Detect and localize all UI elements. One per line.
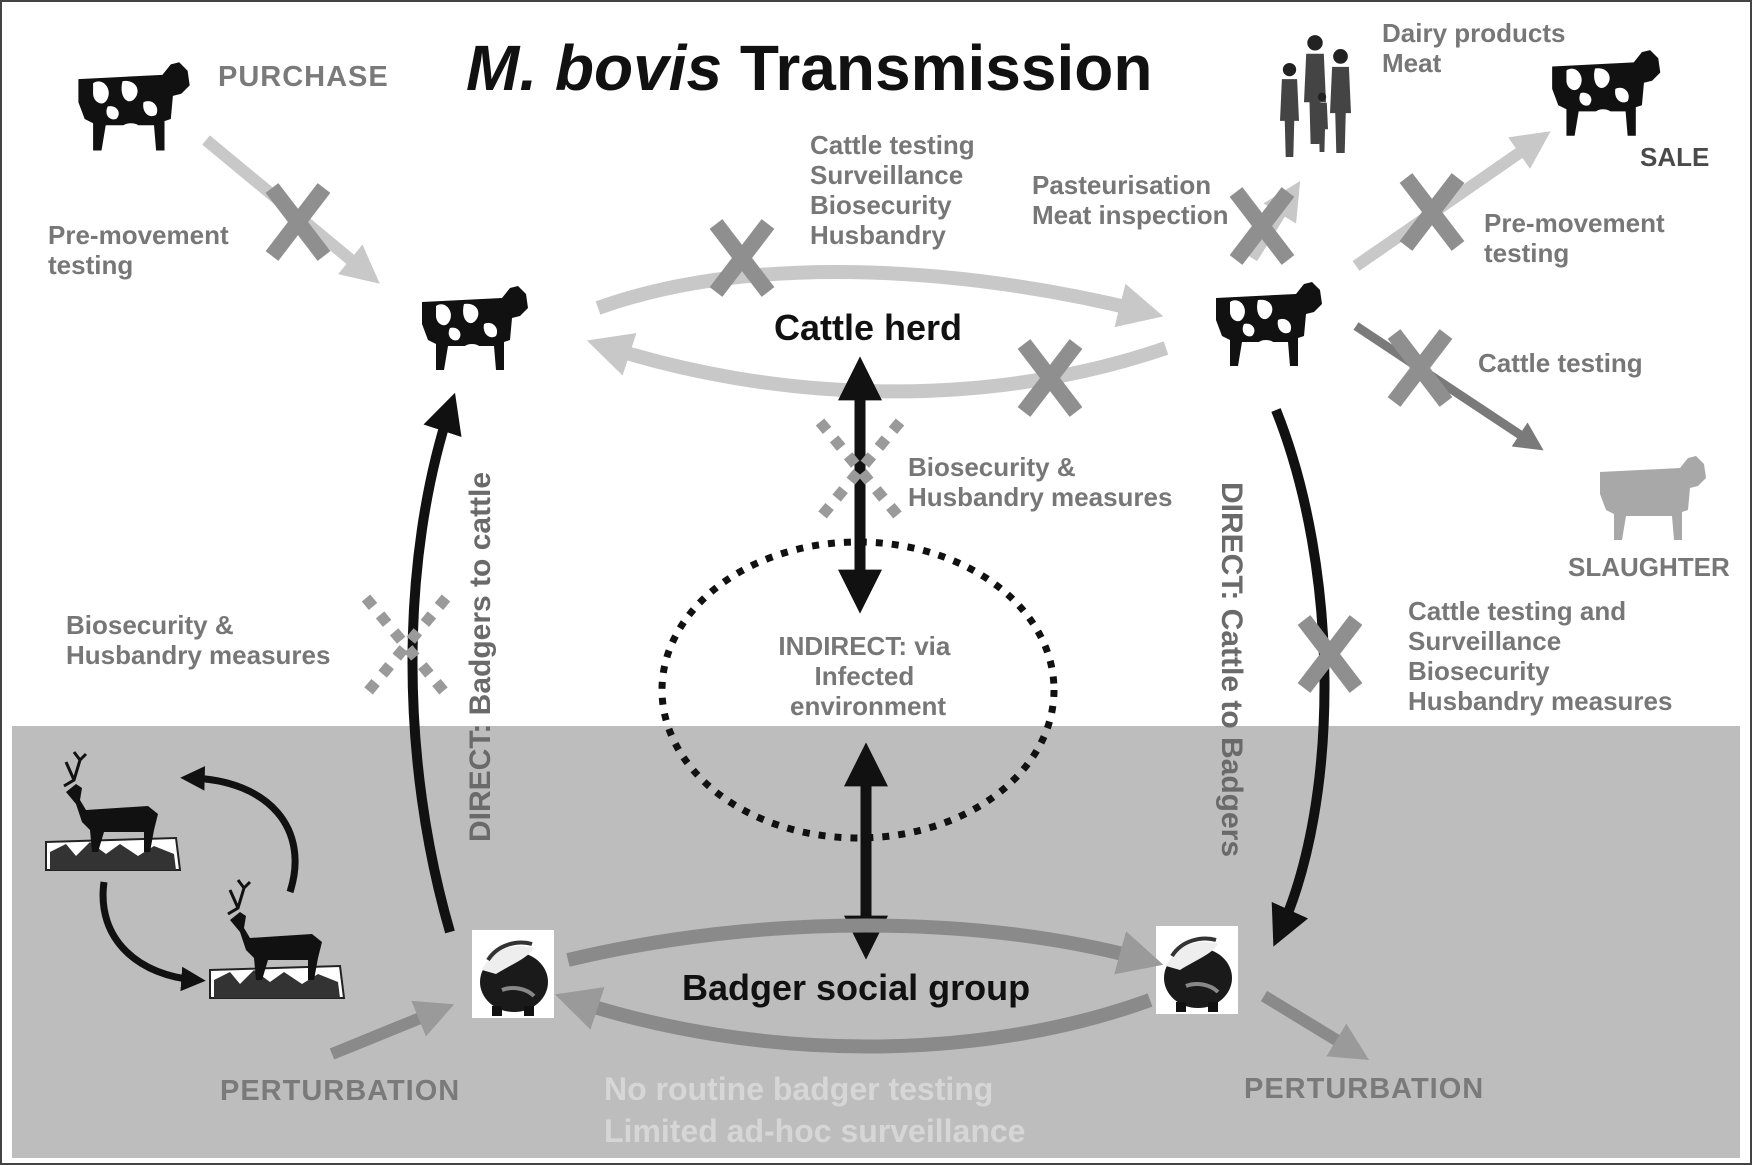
left-biosecurity: Biosecurity & Husbandry measures xyxy=(66,610,330,670)
perturbation-out-arrow xyxy=(1260,990,1370,1060)
badgers-to-cattle-arrow xyxy=(407,392,462,934)
title-rest: Transmission xyxy=(740,32,1153,104)
badger-right-icon xyxy=(1154,924,1240,1016)
badger-arrow-top xyxy=(566,918,1164,975)
badger-group-label: Badger social group xyxy=(682,967,1030,1008)
direct-cattle-to-badgers: DIRECT: Cattle to Badgers xyxy=(1215,482,1248,857)
deer-cycle-arrow-lower xyxy=(99,881,206,992)
herd-controls: Cattle testing Surveillance Biosecurity … xyxy=(810,130,982,250)
badger-arrow-bottom xyxy=(554,987,1153,1054)
center-biosecurity: Biosecurity & Husbandry measures xyxy=(908,452,1172,512)
slaughter-arrow xyxy=(1353,322,1544,451)
indirect-label: INDIRECT: via Infected environment xyxy=(778,631,957,721)
deer-cycle-arrow-upper xyxy=(180,766,299,894)
consumer-products: Dairy products Meat xyxy=(1382,18,1573,78)
direct-badgers-to-cattle: DIRECT: Badgers to cattle xyxy=(464,472,497,842)
sale-premovement: Pre-movement testing xyxy=(1484,208,1672,268)
cattle-to-badger-controls: Cattle testing and Surveillance Biosecur… xyxy=(1408,596,1672,716)
indirect-environment-ellipse xyxy=(658,538,1058,842)
cattle-herd-label: Cattle herd xyxy=(774,307,962,348)
slaughter-label: SLAUGHTER xyxy=(1568,552,1730,582)
perturbation-in-arrow xyxy=(329,1000,455,1060)
title-italic: M. bovis xyxy=(466,32,722,104)
purchase-premovement: Pre-movement testing xyxy=(48,220,236,280)
slaughter-control: Cattle testing xyxy=(1478,348,1643,378)
food-controls: Pasteurisation Meat inspection xyxy=(1032,170,1228,230)
perturbation-right: PERTURBATION xyxy=(1244,1073,1484,1105)
cattle-to-badgers-arrow xyxy=(1271,408,1330,947)
badger-left-icon xyxy=(470,928,556,1020)
badger-surveillance: No routine badger testing Limited ad-hoc… xyxy=(604,1071,1025,1149)
sale-label: SALE xyxy=(1640,142,1709,172)
diagram-title: M. bovis Transmission xyxy=(466,32,1152,104)
purchase-label: PURCHASE xyxy=(218,61,389,93)
herd-arrow-top xyxy=(595,265,1164,328)
slaughter-cow-icon xyxy=(1600,456,1706,540)
perturbation-left: PERTURBATION xyxy=(220,1075,460,1107)
